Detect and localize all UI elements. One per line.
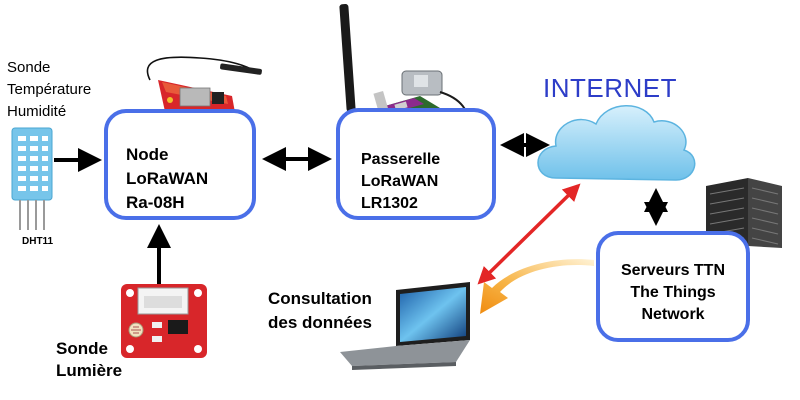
dht11-model-label: DHT11 — [22, 236, 54, 247]
consultation-label: Consultation des données — [268, 287, 372, 335]
gateway-box — [336, 108, 496, 220]
node-label: Node LoRaWAN Ra-08H — [126, 143, 208, 215]
ttn-line-3: Network — [641, 306, 705, 323]
gateway-line-3: LR1302 — [361, 195, 418, 212]
temp-sensor-line-1: Sonde — [7, 59, 51, 76]
consultation-line-1: Consultation — [268, 289, 372, 308]
gateway-label: Passerelle LoRaWAN LR1302 — [361, 149, 440, 215]
consultation-line-2: des données — [268, 313, 372, 332]
node-line-2: LoRaWAN — [126, 169, 209, 188]
ttn-line-1: Serveurs TTN — [620, 262, 726, 279]
ttn-line-2: The Things — [630, 284, 716, 301]
arrow-laptop-cloud — [477, 183, 581, 285]
light-sensor-label: Sonde Lumière — [56, 338, 122, 382]
gateway-line-1: Passerelle — [361, 151, 441, 168]
temp-sensor-line-2: Température — [7, 81, 92, 98]
light-sensor-line-2: Lumière — [56, 361, 123, 380]
internet-label: INTERNET — [543, 73, 677, 103]
gateway-line-2: LoRaWAN — [361, 173, 439, 190]
light-sensor-line-1: Sonde — [56, 339, 108, 358]
light-sensor-module-icon — [121, 284, 207, 358]
temp-humidity-sensor-label: Sonde Température Humidité — [7, 57, 91, 123]
cloud-icon — [537, 105, 696, 181]
laptop-icon — [340, 282, 470, 370]
ttn-servers-label: Serveurs TTN The Things Network — [598, 260, 748, 326]
gateway-antenna-icon — [339, 3, 356, 112]
dht11-sensor-icon — [11, 127, 53, 230]
node-line-1: Node — [126, 145, 169, 164]
arrow-servers-to-laptop — [480, 259, 594, 314]
node-line-3: Ra-08H — [126, 193, 185, 212]
temp-sensor-line-3: Humidité — [7, 103, 67, 120]
gps-antenna-icon — [401, 70, 469, 133]
ttn-servers-box — [596, 231, 750, 342]
node-box — [104, 109, 256, 220]
